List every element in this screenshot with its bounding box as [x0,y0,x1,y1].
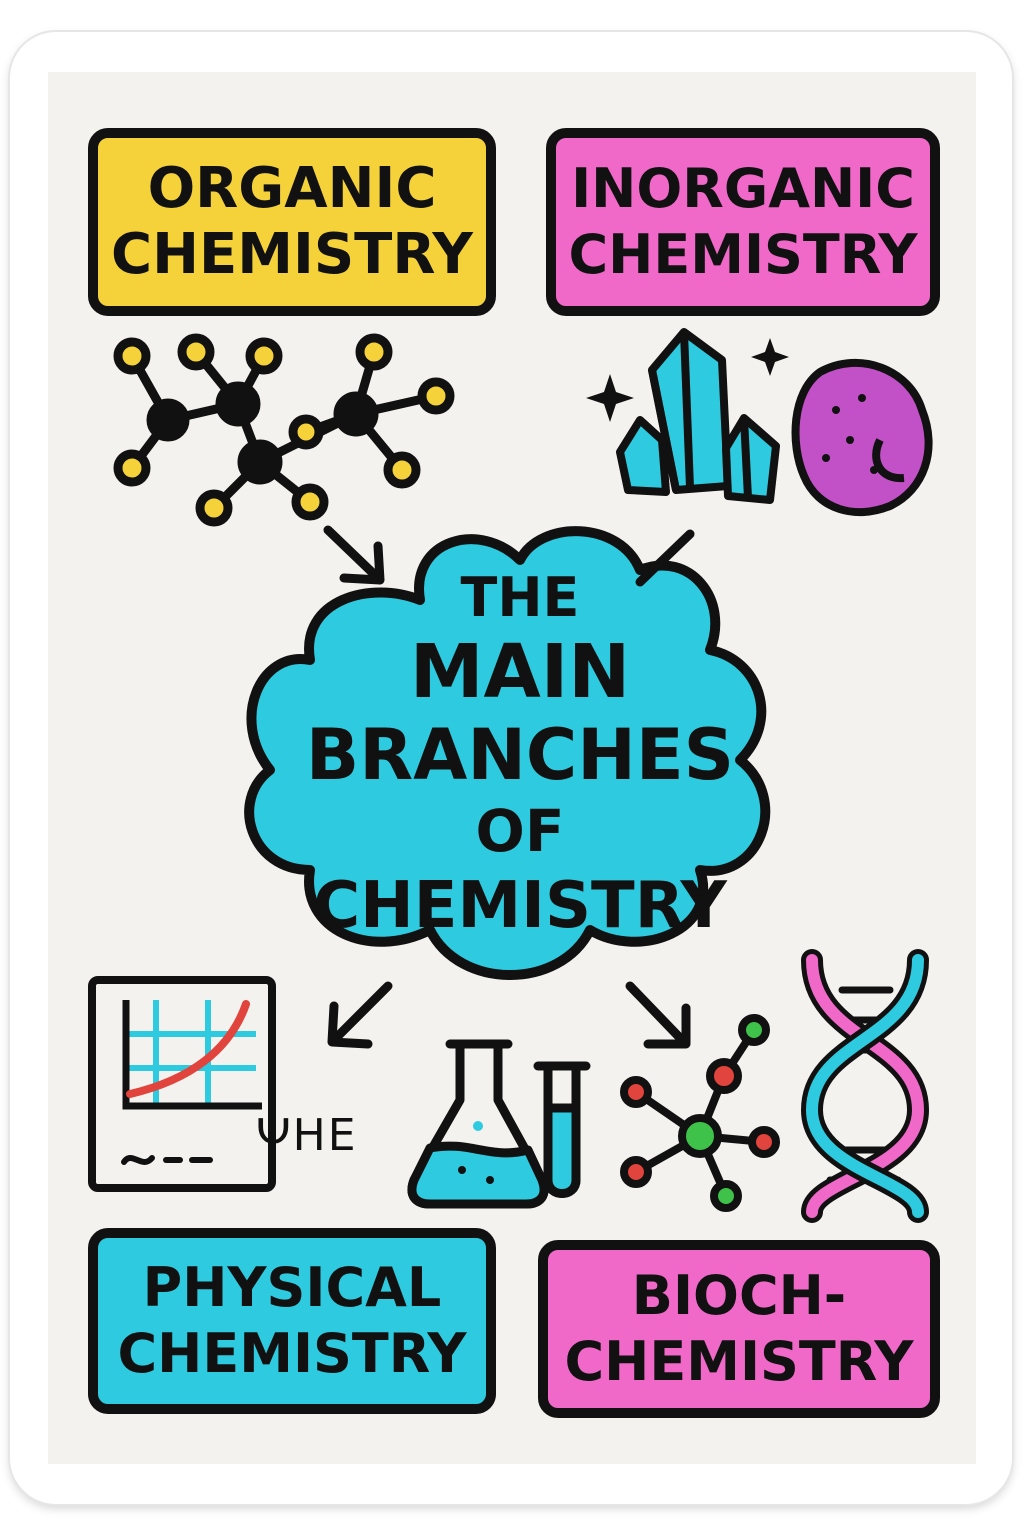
center-title: THE MAIN BRANCHES OF CHEMISTRY [270,556,770,956]
physical-line2: CHEMISTRY [117,1322,467,1385]
organic-molecule-icon [113,333,455,527]
arrow-icon [327,981,393,1049]
physical-line1: PHYSICAL [142,1256,442,1319]
title-line3: BRANCHES [305,714,735,796]
graph-chart-icon [88,976,276,1192]
sparkle-icon [586,338,789,422]
organic-line1: ORGANIC [147,156,437,221]
title-line2: MAIN [409,629,631,715]
flask-icon [407,1039,549,1209]
title-line4: OF [475,797,565,865]
organic-chemistry-box: ORGANIC CHEMISTRY [88,128,496,316]
arrow-icon [625,981,691,1049]
inorganic-chemistry-box: INORGANIC CHEMISTRY [546,128,940,316]
inorganic-line1: INORGANIC [571,157,915,220]
bio-line1: BIOCH- [631,1264,847,1327]
biochemistry-box: BIOCH- CHEMISTRY [538,1240,940,1418]
arrow-icon [323,525,385,585]
molecule-icon [620,1014,780,1212]
inorganic-line2: CHEMISTRY [568,223,918,286]
physical-chemistry-box: PHYSICAL CHEMISTRY [88,1228,496,1414]
arrow-icon [635,529,695,587]
rock-icon [791,359,933,517]
physical-scribble-text: ΨHE [256,1110,358,1161]
title-line1: THE [460,566,580,629]
test-tube-icon [533,1061,591,1198]
center-cloud [244,526,771,980]
organic-line2: CHEMISTRY [111,222,473,287]
dna-helix-icon [800,949,930,1223]
crystal-icon [616,328,780,504]
bio-line2: CHEMISTRY [564,1330,914,1393]
title-line5: CHEMISTRY [313,869,727,943]
